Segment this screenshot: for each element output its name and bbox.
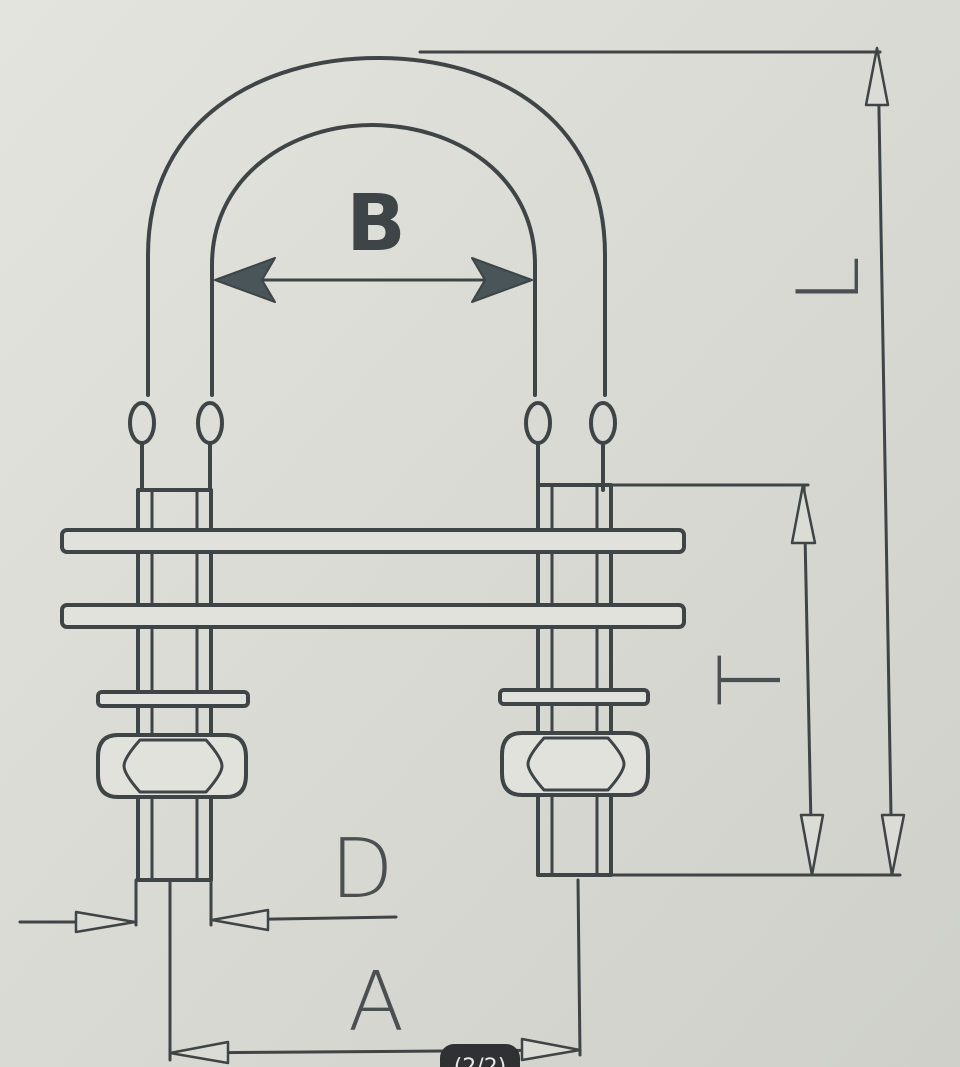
dim-a-extension-right [576, 878, 582, 1057]
right-threaded-rod [536, 483, 613, 877]
dim-t-arrow-top [790, 483, 817, 545]
right-washer [498, 688, 650, 706]
dim-l-line [876, 50, 894, 877]
u-bend-outer [146, 56, 607, 397]
bottom-mounting-plate [60, 603, 686, 629]
top-mounting-plate [60, 528, 686, 554]
left-hex-nut [96, 733, 248, 799]
dim-t-label: T [701, 654, 801, 707]
left-leg [136, 441, 213, 882]
dim-t-line [802, 483, 814, 877]
dim-b-label: B [346, 179, 405, 269]
dim-a-arrow-left [168, 1040, 230, 1065]
u-bend-inner [210, 123, 537, 397]
left-washer [96, 690, 250, 708]
dim-b-arrow-left [214, 257, 276, 303]
dim-d-arrow-left [74, 910, 137, 934]
dim-l-label: L [779, 256, 879, 304]
dim-a-label: A [348, 955, 404, 1050]
dim-d-label: D [330, 822, 393, 917]
page-indicator-background [440, 1044, 520, 1067]
left-threaded-rod [136, 488, 213, 882]
dim-t-arrow-bottom [799, 813, 825, 877]
page-indicator-text: (2/2) [454, 1055, 507, 1067]
page-indicator[interactable]: (2/2) [440, 1044, 520, 1067]
dim-b-arrow-right [471, 257, 533, 303]
right-hex-nut [500, 731, 650, 797]
dim-l-arrow-top [864, 46, 890, 107]
dim-d-arrow-right [210, 908, 270, 932]
dim-a-arrow-right [520, 1037, 582, 1062]
dim-l-arrow-bottom [880, 813, 906, 877]
